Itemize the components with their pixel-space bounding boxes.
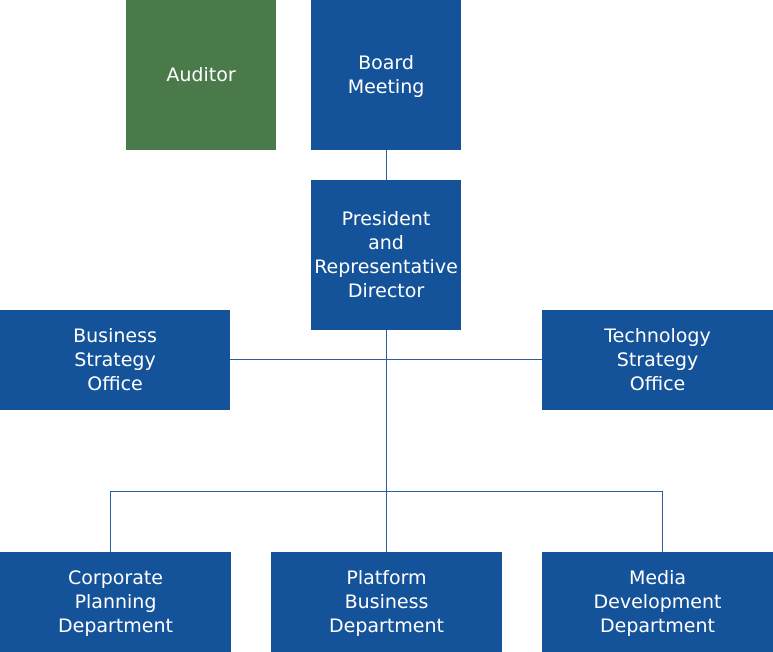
connector-to-media-development: [662, 491, 663, 552]
technology-strategy-office-label: Technology Strategy Office: [604, 325, 711, 395]
auditor-label: Auditor: [166, 64, 236, 86]
business-strategy-office-box: Business Strategy Office: [0, 310, 230, 410]
platform-business-department-label: Platform Business Department: [329, 567, 444, 637]
president-box: President and Representative Director: [311, 180, 461, 330]
connector-to-corporate-planning: [110, 491, 111, 552]
technology-strategy-office-box: Technology Strategy Office: [542, 310, 773, 410]
board-meeting-label: Board Meeting: [347, 52, 425, 98]
platform-business-department-box: Platform Business Department: [271, 552, 502, 652]
president-label: President and Representative Director: [314, 208, 458, 302]
media-development-department-label: Media Development Department: [593, 567, 722, 637]
connector-president-trunk: [386, 330, 387, 552]
corporate-planning-department-label: Corporate Planning Department: [58, 567, 173, 637]
media-development-department-box: Media Development Department: [542, 552, 773, 652]
connector-board-to-president: [386, 150, 387, 180]
corporate-planning-department-box: Corporate Planning Department: [0, 552, 231, 652]
board-meeting-box: Board Meeting: [311, 0, 461, 150]
connector-strategy-offices: [230, 359, 542, 360]
business-strategy-office-label: Business Strategy Office: [73, 325, 157, 395]
auditor-box: Auditor: [126, 0, 276, 150]
connector-departments-bus: [110, 491, 663, 492]
